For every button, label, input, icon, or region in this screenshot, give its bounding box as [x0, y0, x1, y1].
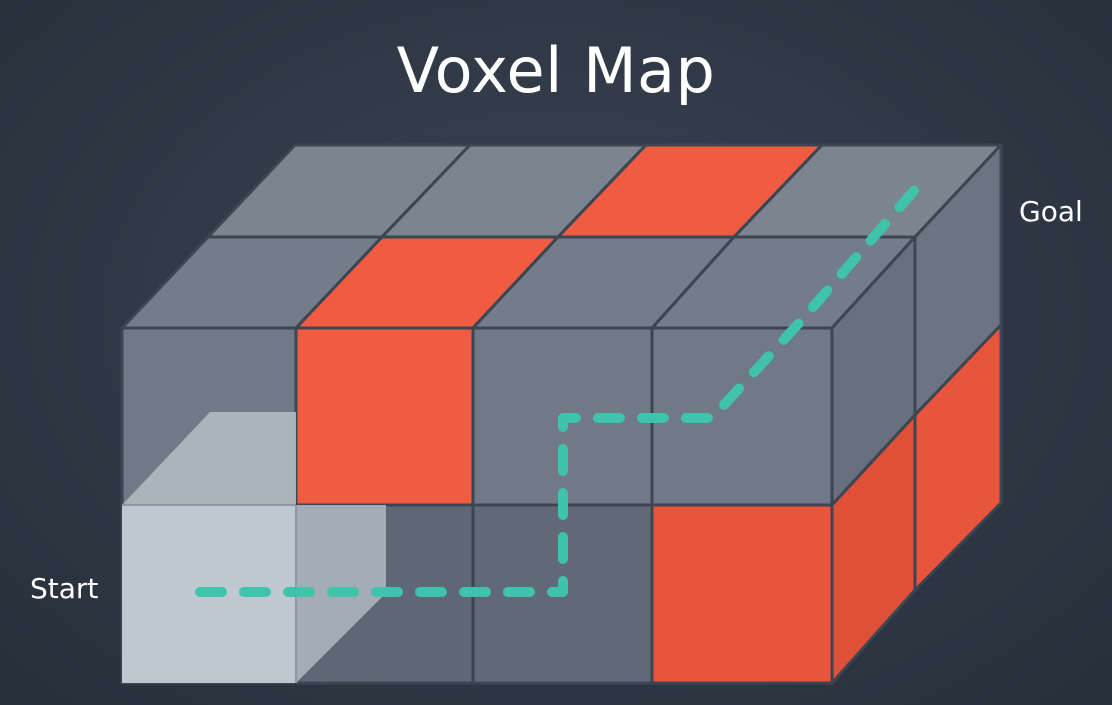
diagram-title: Voxel Map: [396, 34, 716, 107]
voxel-front-upper-4: [650, 326, 834, 507]
side-face: [830, 143, 1003, 685]
goal-label: Goal: [1019, 195, 1083, 228]
start-voxel-top: [122, 412, 296, 505]
top-face: [120, 143, 1003, 330]
planned-path: [195, 181, 923, 597]
voxel-front-lower-4-occupied: [650, 503, 834, 685]
start-label: Start: [30, 572, 99, 605]
voxel-front-upper-2-occupied: [294, 326, 475, 507]
